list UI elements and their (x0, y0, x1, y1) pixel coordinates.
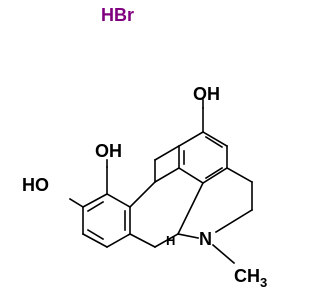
hydroxyl-label-left-upper: OH (95, 141, 122, 161)
salt-label: HBr (101, 5, 134, 25)
catechol-ring (81, 166, 132, 249)
bond (177, 233, 199, 239)
bond (177, 166, 205, 185)
stereo-hydrogen-label: H (166, 233, 175, 248)
nitrogen-label: N (199, 229, 212, 249)
bond (105, 232, 132, 249)
hydroxyl-label-top: OH (193, 84, 220, 104)
bond (176, 181, 205, 236)
bond (201, 166, 229, 185)
methyl-label: CH3 (234, 266, 267, 290)
bond (128, 180, 157, 209)
double-bond-inner (204, 135, 224, 149)
bond (153, 232, 180, 249)
double-bond-inner (86, 200, 105, 213)
hydroxyl-bond-left-lower (68, 197, 85, 209)
methyl-subscript: 3 (260, 275, 267, 290)
central-ring-bonds (128, 144, 205, 249)
bond (81, 232, 109, 249)
bond (153, 144, 181, 162)
phenol-ring-top (177, 107, 229, 185)
bond (214, 208, 254, 234)
methyl-ch: CH (234, 266, 260, 286)
piperidine-ring-bonds (177, 166, 254, 265)
double-bond-inner (204, 166, 224, 180)
bond (201, 130, 229, 148)
double-bond-inner (86, 228, 105, 241)
bond (128, 232, 157, 249)
bond (81, 192, 109, 209)
molecule-structure: HBr (22, 5, 267, 290)
bond (225, 166, 254, 184)
bond (105, 192, 132, 209)
bond (153, 166, 181, 184)
n-methyl-bond (211, 243, 236, 265)
bond (177, 130, 205, 148)
hydroxyl-label-left-lower: HO (22, 175, 49, 195)
